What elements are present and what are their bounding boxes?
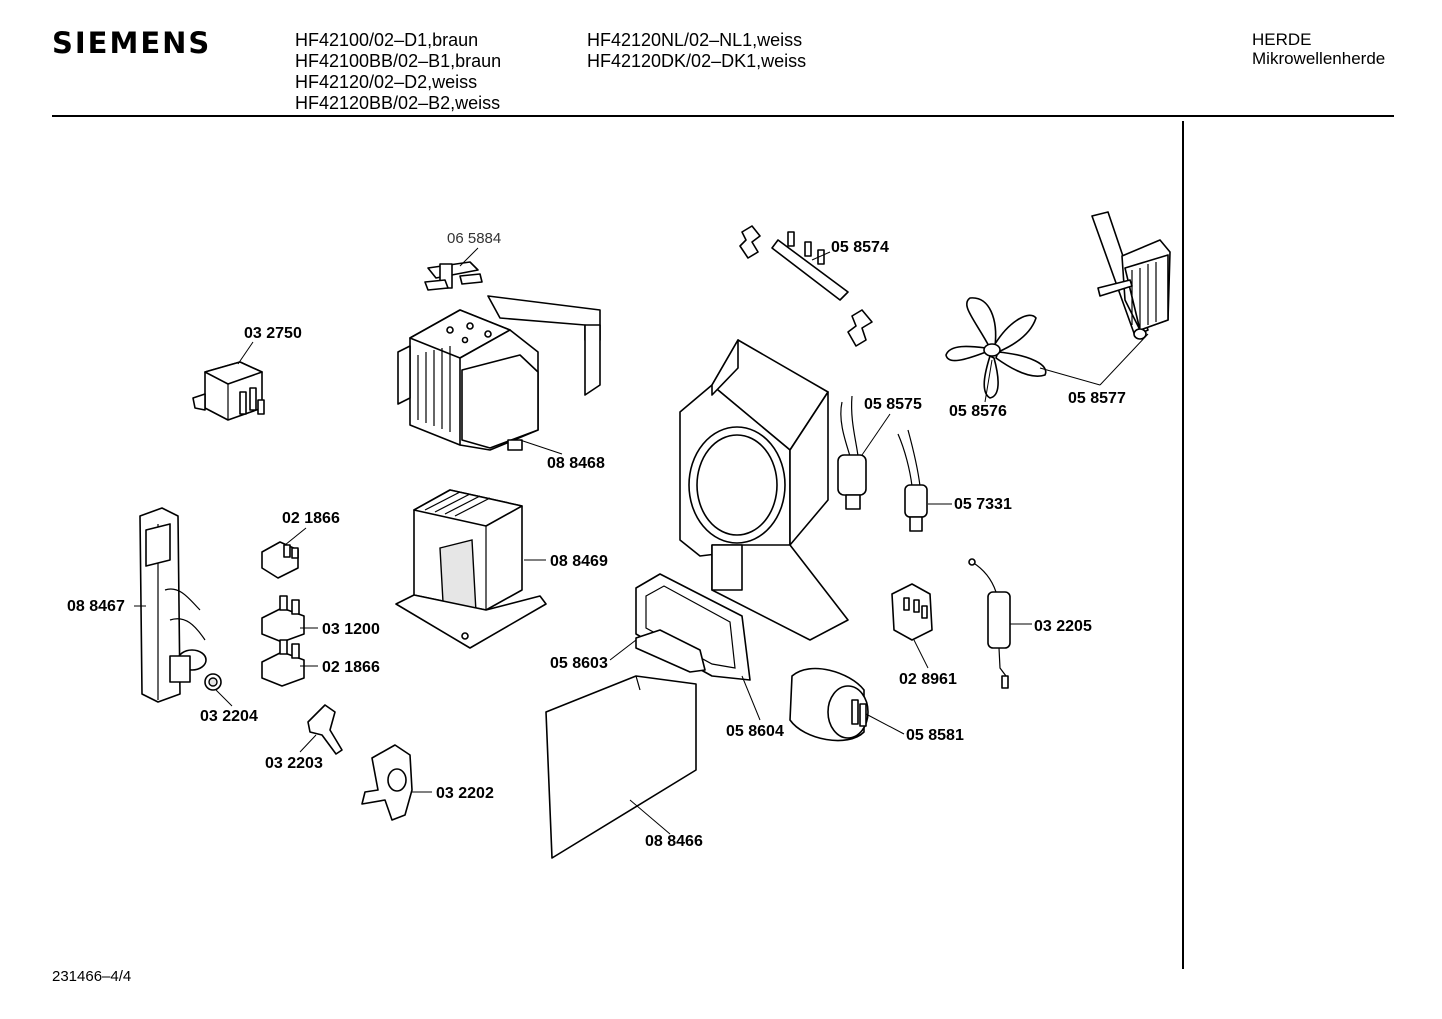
terminal-block-drawing: [891, 583, 933, 641]
model-list-1: HF42100/02–D1,braun HF42100BB/02–B1,brau…: [295, 30, 501, 114]
part-label: 08 8469: [550, 553, 608, 570]
part-label: 03 2204: [200, 708, 258, 725]
part-label: 03 2202: [436, 785, 494, 802]
part-label: 05 8575: [864, 396, 922, 413]
part-label: 08 8467: [67, 598, 125, 615]
gasket-drawing: [635, 573, 751, 681]
cover-plate-drawing: [545, 675, 697, 859]
part-label: 06 5884: [447, 230, 501, 247]
hv-capacitor-drawing: [789, 667, 869, 742]
category-title: HERDE: [1252, 30, 1312, 49]
spring-drawing: [204, 673, 222, 691]
part-label: 05 8576: [949, 403, 1007, 420]
model-entry: HF42120/02–D2,weiss: [295, 72, 478, 92]
fan-motor-drawing: [1091, 211, 1171, 340]
part-label: 02 1866: [322, 659, 380, 676]
part-label: 05 8604: [726, 723, 784, 740]
part-label: 05 7331: [954, 496, 1012, 513]
model-entry: HF42120DK/02–DK1,weiss: [587, 51, 807, 71]
part-label: 02 1866: [282, 510, 340, 527]
lever-drawing: [307, 704, 343, 755]
duct-housing-drawing: [679, 339, 849, 641]
part-label: 08 8466: [645, 833, 703, 850]
document-number: 231466–4/4: [52, 968, 132, 985]
microswitch-1-drawing: [261, 541, 299, 579]
model-entry: HF42120NL/02–NL1,weiss: [587, 30, 803, 50]
hv-diode-drawing: [968, 558, 1011, 689]
brand-logo: SIEMENS: [52, 26, 212, 60]
door-interlock-drawing: [139, 507, 207, 703]
part-label: 08 8468: [547, 455, 605, 472]
model-entry: HF42100/02–D1,braun: [295, 30, 479, 50]
part-label: 02 8961: [899, 671, 957, 688]
part-label: 03 2203: [265, 755, 323, 772]
part-label: 03 2205: [1034, 618, 1092, 635]
indicator-lamp-drawing: [897, 429, 928, 532]
model-entry: HF42100BB/02–B1,braun: [295, 51, 502, 71]
model-entry: HF42120BB/02–B2,weiss: [295, 93, 501, 113]
margin-divider: [1182, 121, 1184, 969]
transformer-drawing: [395, 489, 547, 649]
part-label: 05 8581: [906, 727, 964, 744]
header-divider: [52, 115, 1394, 117]
microswitch-2-drawing: [261, 595, 305, 643]
part-label: 03 2750: [244, 325, 302, 342]
category-subtitle: Mikrowellenherde: [1252, 49, 1386, 68]
part-label: 05 8574: [831, 239, 889, 256]
part-label: 05 8577: [1068, 390, 1126, 407]
model-list-2: HF42120NL/02–NL1,weiss HF42120DK/02–DK1,…: [587, 30, 806, 72]
bracket-drawing: [424, 261, 483, 291]
part-label: 05 8603: [550, 655, 608, 672]
lamp-drawing: [837, 395, 867, 510]
part-label: 03 1200: [322, 621, 380, 638]
magnetron-drawing: [397, 295, 601, 451]
microswitch-3-drawing: [261, 639, 305, 687]
clip-drawing: [739, 225, 873, 347]
category-block: HERDE Mikrowellenherde: [1252, 30, 1385, 68]
latch-drawing: [361, 744, 413, 821]
relay-drawing: [192, 361, 265, 421]
fan-drawing: [945, 297, 1047, 399]
